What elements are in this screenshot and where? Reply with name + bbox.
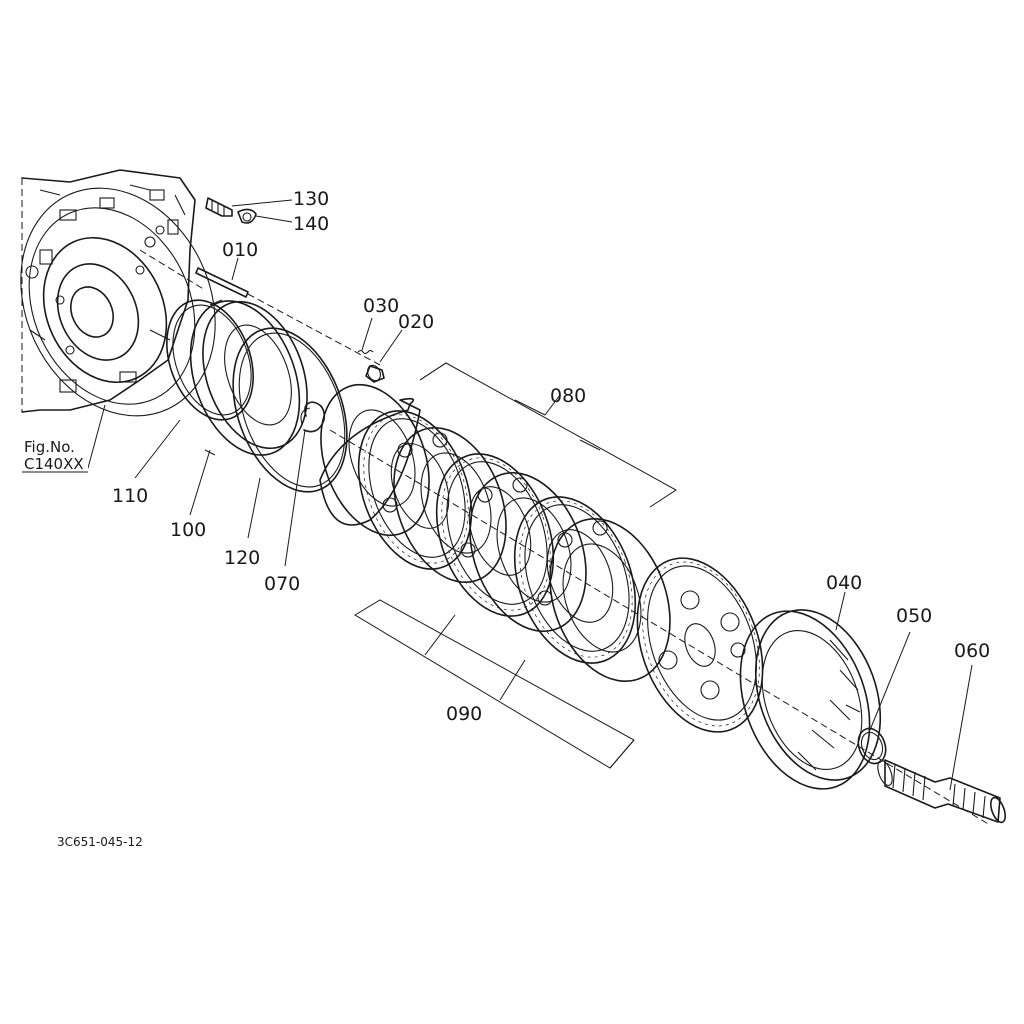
drawing-code: 3C651-045-12 [57,835,143,849]
part-080-steel-plate-4 [549,517,671,683]
callout-140: 140 [293,213,329,235]
part-040-drum [739,609,882,790]
part-140-clip [237,208,257,224]
callout-040: 040 [826,572,862,594]
callout-020: 020 [398,311,434,333]
callout-010: 010 [222,239,258,261]
callout-110: 110 [112,485,148,507]
callout-060: 060 [954,640,990,662]
part-100-piston [189,299,308,456]
part-060-shaft [877,759,1006,824]
bracket-090 [354,599,635,769]
callout-030: 030 [363,295,399,317]
callout-130: 130 [293,188,329,210]
part-090-friction-disc-2 [435,453,555,617]
figure-ref-line2: C140XX [24,455,84,473]
callout-080: 080 [550,385,586,407]
part-110-ring [166,299,254,421]
figure-reference: Fig.No. C140XX [22,404,106,473]
leader-lines [134,199,973,791]
part-120-seal [232,327,348,493]
figure-ref-line1: Fig.No. [24,438,75,456]
callout-120: 120 [224,547,260,569]
transmission-housing [20,169,216,417]
callout-100: 100 [170,519,206,541]
bracket-080 [419,362,677,508]
part-030-spring [357,349,374,355]
part-090-friction-disc-3 [513,496,637,664]
part-020-plug [365,364,385,383]
callout-090: 090 [446,703,482,725]
part-090-friction-disc-1 [357,410,473,570]
assembly-axis [329,429,991,826]
part-080-steel-plate-2 [393,426,507,584]
part-130-fitting [205,197,233,217]
callout-050: 050 [896,605,932,627]
part-010-pin [195,267,381,366]
part-080-steel-plate-1 [319,383,430,537]
part-070-snap-ring [300,401,326,433]
callout-070: 070 [264,573,300,595]
part-090-friction-disc-4 [636,557,764,733]
